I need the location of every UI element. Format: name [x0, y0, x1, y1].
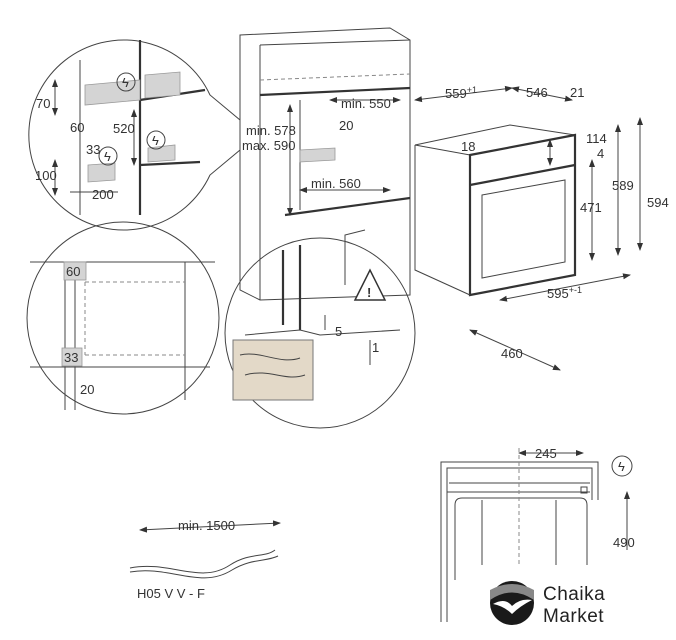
- logo-line-2: Market: [543, 606, 604, 627]
- dim-max-590: max. 590: [242, 138, 295, 153]
- dim-60-side: 60: [66, 264, 80, 279]
- dim-520: 520: [113, 121, 135, 136]
- dim-4: 4: [597, 146, 604, 161]
- detail-circle-side-clearance: 60 33 20: [26, 221, 220, 415]
- dim-min-560: min. 560: [311, 176, 361, 191]
- svg-text:ϟ: ϟ: [104, 149, 111, 164]
- dim-490: 490: [613, 535, 635, 550]
- dim-100: 100: [35, 168, 57, 183]
- dim-min-550: min. 550: [341, 96, 391, 111]
- logo-line-1: Chaika: [543, 584, 605, 605]
- svg-text:ϟ: ϟ: [152, 133, 159, 148]
- dim-114: 114: [586, 131, 607, 146]
- dim-20-side: 20: [80, 382, 94, 397]
- dim-60: 60: [70, 120, 84, 135]
- power-cable: min. 1500 H05 V V - F: [129, 518, 281, 601]
- electric-hazard-icon: [611, 455, 633, 477]
- dim-5: 5: [335, 324, 342, 339]
- dim-546: 546: [526, 85, 548, 100]
- dim-33: 33: [86, 142, 100, 157]
- electric-hazard-icon: [116, 72, 136, 92]
- warning-icon: [353, 268, 387, 301]
- detail-circle-ventilation: ! 5 1: [224, 229, 416, 429]
- svg-text:ϟ: ϟ: [122, 75, 129, 90]
- dim-200: 200: [92, 187, 114, 202]
- dim-595: 595+-1: [547, 285, 582, 301]
- cable-type: H05 V V - F: [137, 586, 205, 601]
- dim-min-578: min. 578: [246, 123, 296, 138]
- electric-hazard-icon: [146, 130, 166, 150]
- dim-70: 70: [36, 96, 50, 111]
- oven-dimensions: 559+1 546 21 114 18 4 589 594 471 595+-1…: [414, 85, 669, 371]
- svg-text:!: !: [367, 285, 371, 300]
- detail-circle-socket-position: ϟ ϟ ϟ 70 60 520 33 100 200: [28, 39, 241, 231]
- dim-1: 1: [372, 340, 379, 355]
- dim-18: 18: [461, 139, 475, 154]
- electric-hazard-icon: [98, 146, 118, 166]
- dim-594: 594: [647, 195, 669, 210]
- cable-min-length: min. 1500: [178, 518, 235, 533]
- dim-559: 559+1: [445, 85, 477, 101]
- dim-21: 21: [570, 85, 584, 100]
- cabinet-niche: min. 550 20 min. 578 max. 590 min. 560: [239, 27, 411, 301]
- dim-20-cabinet: 20: [339, 118, 353, 133]
- chaika-market-logo[interactable]: Chaika Market: [465, 565, 676, 640]
- svg-text:ϟ: ϟ: [618, 459, 625, 474]
- dim-471: 471: [580, 200, 602, 215]
- dim-245: 245: [535, 446, 557, 461]
- socket-position-view: ϟ 245 490: [440, 446, 635, 622]
- dim-460: 460: [501, 346, 523, 361]
- dim-589: 589: [612, 178, 634, 193]
- dim-33-side: 33: [64, 350, 78, 365]
